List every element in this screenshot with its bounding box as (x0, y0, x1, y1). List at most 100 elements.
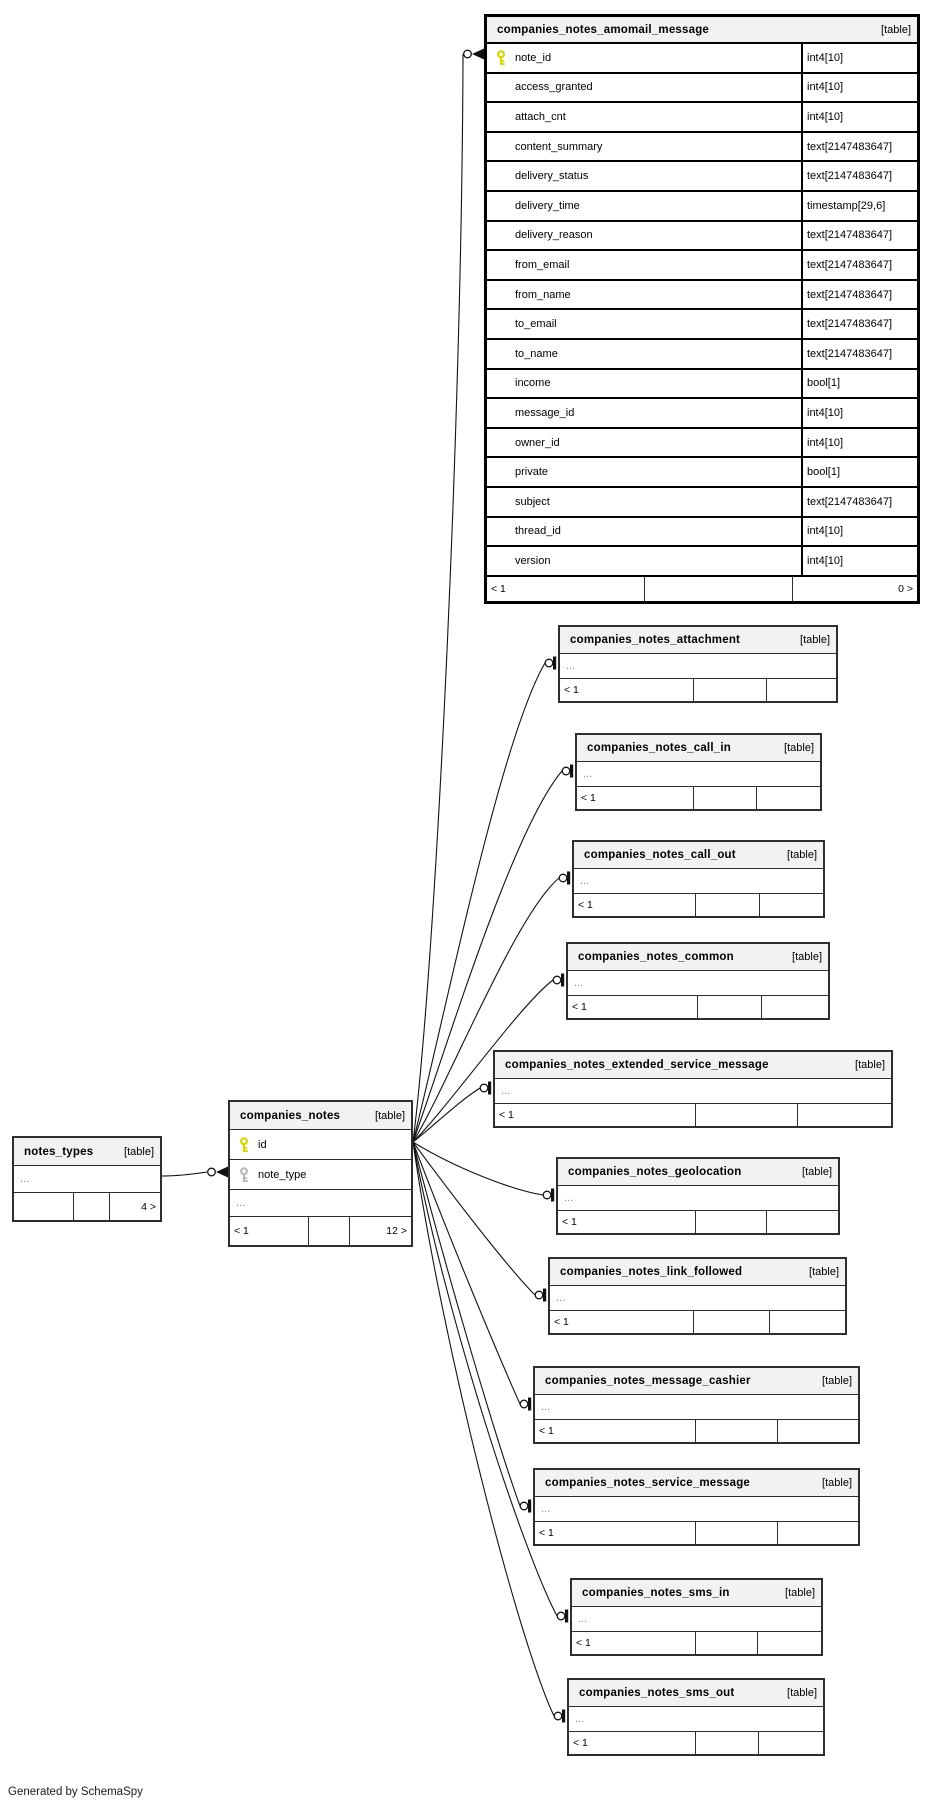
column-name: thread_id (515, 525, 561, 538)
child-count: 12 > (349, 1217, 411, 1245)
table-header[interactable]: companies_notes_sms_in[table] (572, 1580, 821, 1606)
spacer-cell (693, 679, 766, 701)
table-title: companies_notes_attachment (570, 634, 741, 646)
table-card-companies_notes_sms_out[interactable]: companies_notes_sms_out[table]...< 1 (567, 1678, 825, 1756)
table-card-companies_notes_attachment[interactable]: companies_notes_attachment[table]...< 1 (558, 625, 838, 703)
spacer-cell (308, 1217, 349, 1245)
parent-count: < 1 (564, 684, 579, 696)
column-type-cell: int4[10] (801, 428, 917, 457)
table-header[interactable]: companies_notes_geolocation[table] (558, 1159, 838, 1185)
spacer-cell (695, 1632, 757, 1654)
child-count: 4 > (109, 1193, 160, 1220)
parent-count: < 1 (499, 1109, 514, 1121)
relationship-11 (412, 1141, 566, 1723)
table-header[interactable]: companies_notes[table] (230, 1102, 411, 1129)
column-type: int4[10] (807, 406, 844, 419)
one-cardinality-tee-icon (565, 1609, 569, 1623)
table-header[interactable]: companies_notes_call_in [table] (577, 735, 820, 761)
ellipsis-row: ... (14, 1165, 160, 1192)
one-cardinality-tee-icon (551, 1188, 555, 1202)
ellipsis-row: ... (535, 1394, 858, 1419)
table-header[interactable]: companies_notes_link_followed[table] (550, 1259, 845, 1285)
zero-cardinality-circle-icon (556, 1611, 566, 1621)
relationship-4 (412, 973, 565, 1143)
column-type-cell: int4[10] (801, 517, 917, 546)
table-card-companies_notes_sms_in[interactable]: companies_notes_sms_in[table]...< 1 (570, 1578, 823, 1656)
table-card-companies_notes_common[interactable]: companies_notes_common[table]...< 1 (566, 942, 830, 1020)
one-cardinality-tee-icon (562, 1709, 566, 1723)
column-name: delivery_time (515, 199, 580, 212)
child-count (776, 1522, 858, 1544)
primary-key-icon (496, 49, 506, 65)
column-type: text[2147483647] (807, 140, 893, 153)
table-card-companies_notes_link_followed[interactable]: companies_notes_link_followed[table]...<… (548, 1257, 847, 1335)
child-count (756, 787, 820, 809)
column-type-cell: text[2147483647] (801, 221, 917, 250)
column-name: from_name (515, 288, 571, 301)
table-title: companies_notes_extended_service_message (505, 1059, 769, 1071)
child-count (757, 1732, 823, 1754)
column-name: private (515, 466, 549, 479)
column-type-cell: int4[10] (801, 44, 917, 72)
table-card-companies_notes_geolocation[interactable]: companies_notes_geolocation[table]...< 1 (556, 1157, 840, 1235)
crow-foot-icon (216, 1166, 228, 1178)
table-header[interactable]: companies_notes_common[table] (568, 944, 828, 970)
table-title: companies_notes_call_in (587, 742, 731, 754)
table-header[interactable]: companies_notes_amomail_message[table] (487, 17, 917, 42)
zero-cardinality-circle-icon (552, 975, 562, 985)
table-header[interactable]: companies_notes_attachment[table] (560, 627, 836, 653)
column-name-cell: to_email (487, 310, 801, 338)
zero-cardinality-circle-icon (207, 1167, 216, 1177)
column-type-cell: text[2147483647] (801, 310, 917, 338)
table-header[interactable]: companies_notes_sms_out[table] (569, 1680, 823, 1706)
column-type: int4[10] (807, 110, 844, 123)
parent-count (14, 1193, 73, 1220)
column-name: version (515, 554, 551, 567)
table-header[interactable]: companies_notes_extended_service_message… (495, 1052, 891, 1078)
column-type-cell: text[2147483647] (801, 132, 917, 161)
table-title: companies_notes_geolocation (568, 1166, 742, 1178)
relationship-curve (412, 1141, 544, 1196)
relationship-3 (412, 871, 571, 1143)
child-count: 0 > (791, 576, 917, 601)
table-type-badge: [table] (124, 1145, 154, 1158)
relationship-9 (412, 1141, 532, 1513)
relationship-8 (412, 1141, 532, 1411)
column-name: delivery_status (515, 170, 589, 183)
table-card-companies_notes_message_cashier[interactable]: companies_notes_message_cashier[table]..… (533, 1366, 860, 1444)
relationship-curve (412, 1141, 558, 1617)
ellipsis-row: ... (568, 970, 828, 995)
table-card-companies_notes_call_in[interactable]: companies_notes_call_in[table]...< 1 (575, 733, 822, 811)
table-header[interactable]: companies_notes_call_out[table] (574, 842, 823, 868)
relationship-12 (161, 1166, 228, 1178)
column-name-cell: delivery_reason (487, 222, 801, 250)
table-header[interactable]: notes_types[table] (14, 1138, 160, 1165)
table-card-companies_notes_extended_service_message[interactable]: companies_notes_extended_service_message… (493, 1050, 893, 1128)
table-card-notes_types[interactable]: notes_types[table]...4 > (12, 1136, 162, 1222)
spacer-cell (695, 1420, 777, 1442)
table-type-badge: [table] (822, 1477, 852, 1489)
degree-footer: < 1 (495, 1103, 891, 1126)
column-type: int4[10] (807, 554, 844, 567)
table-header[interactable]: companies_notes_message_cashier[table] (535, 1368, 858, 1394)
table-card-companies_notes_amomail_message[interactable]: companies_notes_amomail_message[table]no… (484, 14, 920, 604)
table-type-badge: [table] (784, 742, 814, 754)
column-type: text[2147483647] (807, 170, 893, 183)
zero-cardinality-circle-icon (561, 766, 571, 776)
table-header[interactable]: companies_notes_service_message[table] (535, 1470, 858, 1496)
column-type-cell: timestamp[29,6] (801, 191, 917, 220)
child-count (757, 1632, 821, 1654)
table-card-companies_notes_service_message[interactable]: companies_notes_service_message[table]..… (533, 1468, 860, 1546)
zero-cardinality-circle-icon (553, 1711, 563, 1721)
column-type: int4[10] (807, 81, 844, 94)
table-card-companies_notes_call_out[interactable]: companies_notes_call_out[table]...< 1 (572, 840, 825, 918)
relationship-0 (412, 48, 484, 1143)
column-name: content_summary (515, 140, 603, 153)
column-name: to_email (515, 318, 557, 331)
